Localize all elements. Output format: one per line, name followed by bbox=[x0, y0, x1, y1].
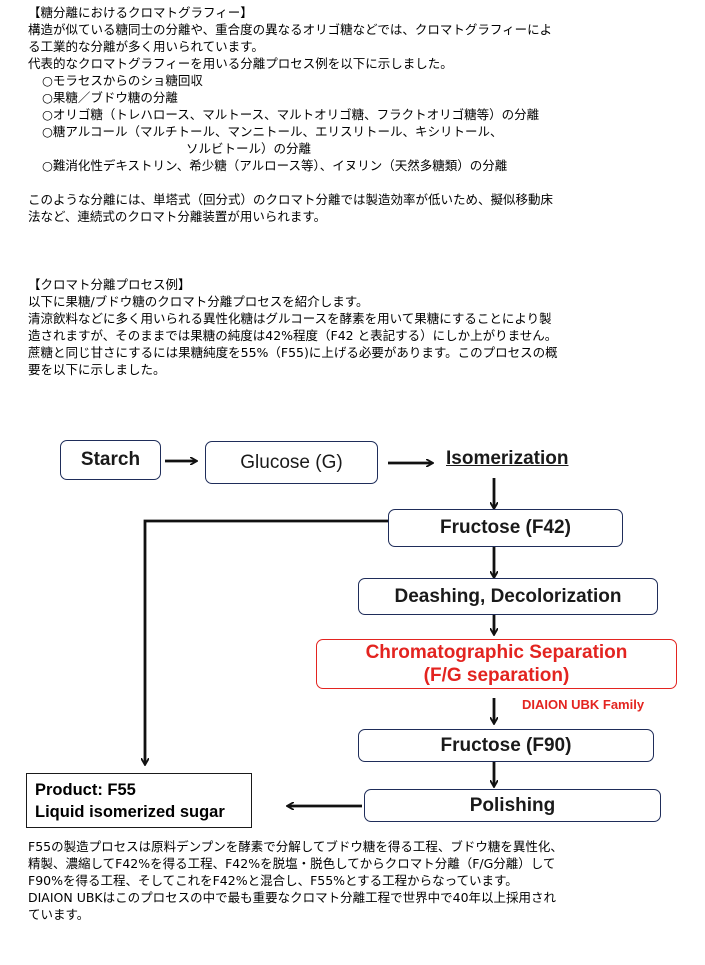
list-item: ○果糖／ブドウ糖の分離 bbox=[42, 90, 178, 105]
list-item: ○難消化性デキストリン、希少糖（アルロース等）、イヌリン（天然多糖類）の分離 bbox=[42, 158, 508, 173]
product-line2: Liquid isomerized sugar bbox=[35, 803, 225, 821]
product-line1: Product: F55 bbox=[35, 781, 136, 799]
section2-heading: 【クロマト分離プロセス例】 bbox=[28, 277, 191, 292]
chromatographic-separation-box: Chromatographic Separation (F/G separati… bbox=[316, 639, 677, 689]
fructose-f90-box: Fructose (F90) bbox=[358, 729, 654, 762]
polishing-box: Polishing bbox=[364, 789, 661, 822]
chrom-label-line2: (F/G separation) bbox=[423, 665, 570, 686]
product-box: Product: F55 Liquid isomerized sugar bbox=[26, 773, 252, 828]
footer-line: F55の製造プロセスは原料デンプンを酵素で分解してブドウ糖を得る工程、ブドウ糖を… bbox=[28, 839, 563, 854]
list-item: ○モラセスからのショ糖回収 bbox=[42, 73, 203, 88]
section2-line: 要を以下に示しました。 bbox=[28, 362, 166, 377]
arrow-f42-bypass-to-product bbox=[145, 519, 388, 764]
footer-line: DIAION UBKはこのプロセスの中で最も重要なクロマト分離工程で世界中で40… bbox=[28, 890, 557, 905]
list-item-continuation: ソルビトール）の分離 bbox=[186, 141, 312, 156]
footer-line: ています。 bbox=[28, 907, 90, 922]
section1-heading: 【糖分離におけるクロマトグラフィー】 bbox=[28, 5, 253, 20]
fructose-f42-box: Fructose (F42) bbox=[388, 509, 623, 547]
section2-line: 清涼飲料などに多く用いられる異性化糖はグルコースを酵素を用いて果糖にすることによ… bbox=[28, 311, 552, 326]
list-item: ○糖アルコール（マルチトール、マンニトール、エリスリトール、キシリトール、 bbox=[42, 124, 503, 139]
section2-line: 以下に果糖/ブドウ糖のクロマト分離プロセスを紹介します。 bbox=[28, 294, 369, 309]
section1-closing: このような分離には、単塔式（回分式）のクロマト分離では製造効率が低いため、擬似移… bbox=[28, 192, 554, 207]
isomerization-label: Isomerization bbox=[446, 448, 569, 469]
section1-closing: 法など、連続式のクロマト分離装置が用いられます。 bbox=[28, 209, 327, 224]
section1-line: 代表的なクロマトグラフィーを用いる分離プロセス例を以下に示しました。 bbox=[28, 56, 453, 71]
section2-line: 造されますが、そのままでは果糖の純度は42%程度（F42 と表記する）にしか上が… bbox=[28, 328, 558, 343]
chrom-label-line1: Chromatographic Separation bbox=[365, 642, 628, 663]
deashing-decolorization-box: Deashing, Decolorization bbox=[358, 578, 658, 615]
section1-line: 構造が似ている糖同士の分離や、重合度の異なるオリゴ糖などでは、クロマトグラフィー… bbox=[28, 22, 553, 37]
section2-line: 蔗糖と同じ甘さにするには果糖純度を55%（F55)に上げる必要があります。このプ… bbox=[28, 345, 558, 360]
glucose-box: Glucose (G) bbox=[205, 441, 378, 484]
diaion-ubk-label: DIAION UBK Family bbox=[522, 697, 645, 712]
starch-box: Starch bbox=[60, 440, 161, 480]
footer-line: 精製、濃縮してF42%を得る工程、F42%を脱塩・脱色してからクロマト分離（F/… bbox=[28, 856, 556, 871]
list-item: ○オリゴ糖（トレハロース、マルトース、マルトオリゴ糖、フラクトオリゴ糖等）の分離 bbox=[42, 107, 540, 122]
footer-line: F90%を得る工程、そしてこれをF42%と混合し、F55%とする工程からなってい… bbox=[28, 873, 518, 888]
section1-line: る工業的な分離が多く用いられています。 bbox=[28, 39, 264, 54]
